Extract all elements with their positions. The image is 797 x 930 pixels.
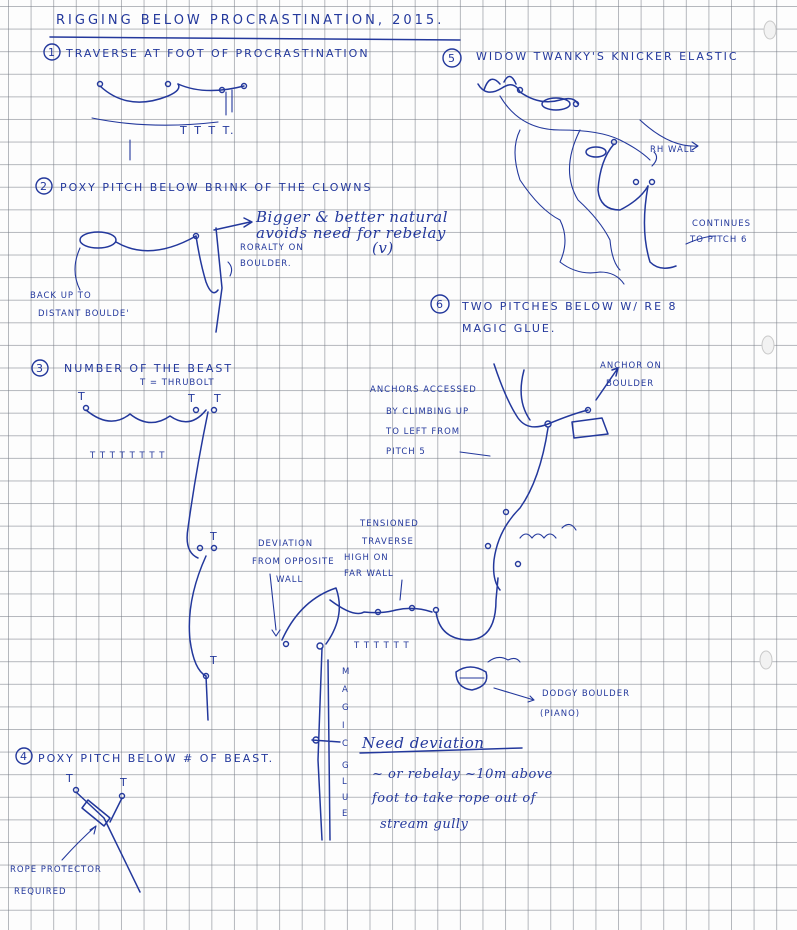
section-title: TWO PITCHES BELOW W/ RE 8 xyxy=(461,300,678,313)
section-number-circle xyxy=(15,747,33,765)
thrubolt-marks: T T T T. xyxy=(179,124,236,137)
annotation: DEVIATION xyxy=(258,539,313,549)
section-number: 5 xyxy=(448,52,457,65)
annotation: RORALTY ON xyxy=(240,243,304,253)
handwritten-note: avoids need for rebelay xyxy=(256,224,446,242)
traverse-diagram xyxy=(91,80,248,161)
annotation: FAR WALL xyxy=(344,569,394,579)
annotation: BOULDER. xyxy=(240,259,292,269)
section-title-line-2: MAGIC GLUE. xyxy=(462,322,556,335)
handwritten-note: stream gully xyxy=(380,817,469,832)
rope-anchor xyxy=(312,736,320,744)
annotation: BY CLIMBING UP xyxy=(386,407,469,417)
section-number-circle xyxy=(43,43,61,61)
title-underline xyxy=(49,36,461,41)
annotation: DODGY BOULDER xyxy=(542,689,630,699)
vertical-letter: L xyxy=(342,777,348,787)
handwritten-note: foot to take rope out of xyxy=(371,791,538,806)
t-label: T xyxy=(209,654,219,667)
section-title: POXY PITCH BELOW # OF BEAST. xyxy=(38,752,274,765)
section-title: POXY PITCH BELOW BRINK OF THE CLOWNS xyxy=(60,181,372,194)
section-title: NUMBER OF THE BEAST xyxy=(64,362,233,375)
annotation: RH WALL xyxy=(650,145,695,155)
t-label: T xyxy=(65,772,75,785)
annotation: CONTINUES xyxy=(692,219,751,229)
section-number-circle xyxy=(35,177,53,195)
annotation: TO LEFT FROM xyxy=(385,427,460,437)
dodgy-boulder xyxy=(455,656,535,703)
section-number: 1 xyxy=(48,46,57,59)
magic-rope xyxy=(311,647,341,841)
annotation: DISTANT BOULDE' xyxy=(38,309,130,319)
section-number: 6 xyxy=(436,298,445,311)
handwritten-note: Bigger & better natural xyxy=(255,208,448,226)
annotation: (PIANO) xyxy=(540,709,580,719)
magic-vertical-letters: M A G I C G L U E xyxy=(342,667,350,819)
t-label: T xyxy=(213,392,223,405)
binder-hole xyxy=(759,650,773,670)
annotation: ROPE PROTECTOR xyxy=(10,865,102,875)
section-title: WIDOW TWANKY'S KNICKER ELASTIC xyxy=(476,50,739,63)
pitch-5-anchors xyxy=(459,363,619,591)
annotation: BACK UP TO xyxy=(30,291,92,301)
binder-hole xyxy=(761,335,775,355)
t-label: T xyxy=(209,530,219,543)
annotation: PITCH 5 xyxy=(386,447,426,457)
vertical-letter: E xyxy=(342,809,348,819)
vertical-letter: C xyxy=(342,739,349,749)
t-label: T xyxy=(119,776,129,789)
t-label: T xyxy=(187,392,197,405)
vertical-letter: A xyxy=(342,685,349,695)
note-underline xyxy=(359,747,523,754)
annotation: WALL xyxy=(276,575,303,585)
section-number-circle xyxy=(430,294,450,314)
thrubolt-marks: T T T T T T xyxy=(353,641,410,651)
tensioned-traverse xyxy=(269,573,499,650)
annotation: FROM OPPOSITE xyxy=(252,557,335,567)
section-number: 3 xyxy=(36,362,45,375)
annotation: BOULDER xyxy=(606,379,654,389)
rope-protector-diagram: T T xyxy=(61,772,141,893)
annotation: ANCHOR ON xyxy=(600,361,662,371)
legend: T = THRUBOLT xyxy=(139,378,215,388)
vertical-letter: M xyxy=(342,667,350,677)
page-title: RIGGING BELOW PROCRASTINATION, 2015. xyxy=(56,13,444,28)
t-label: T xyxy=(77,390,87,403)
annotation: TENSIONED xyxy=(359,519,419,529)
handwritten-note: (v) xyxy=(372,239,394,257)
vertical-letter: I xyxy=(342,721,346,731)
section-number-circle xyxy=(442,48,462,68)
section-number: 4 xyxy=(20,750,29,763)
annotation: REQUIRED xyxy=(14,887,67,897)
section-number: 2 xyxy=(40,180,49,193)
vertical-letter: G xyxy=(342,761,350,771)
beast-main-line: T T xyxy=(82,404,219,721)
poxy-pitch-diagram xyxy=(74,217,253,333)
vertical-letter: U xyxy=(342,793,349,803)
annotation: HIGH ON xyxy=(344,553,389,563)
thrubolt-marks: T T T T T T T T xyxy=(89,451,165,461)
section-title: TRAVERSE AT FOOT OF PROCRASTINATION xyxy=(65,47,370,60)
handwritten-note: Need deviation xyxy=(361,734,484,752)
vertical-letter: G xyxy=(342,703,350,713)
annotation: TO PITCH 6 xyxy=(689,235,747,245)
binder-hole xyxy=(763,20,777,40)
section-number-circle xyxy=(31,359,49,377)
annotation: ANCHORS ACCESSED xyxy=(370,385,477,395)
widow-twanky-diagram xyxy=(477,75,717,285)
annotation: TRAVERSE xyxy=(361,537,414,547)
handwritten-note: ~ or rebelay ~10m above xyxy=(372,767,553,782)
